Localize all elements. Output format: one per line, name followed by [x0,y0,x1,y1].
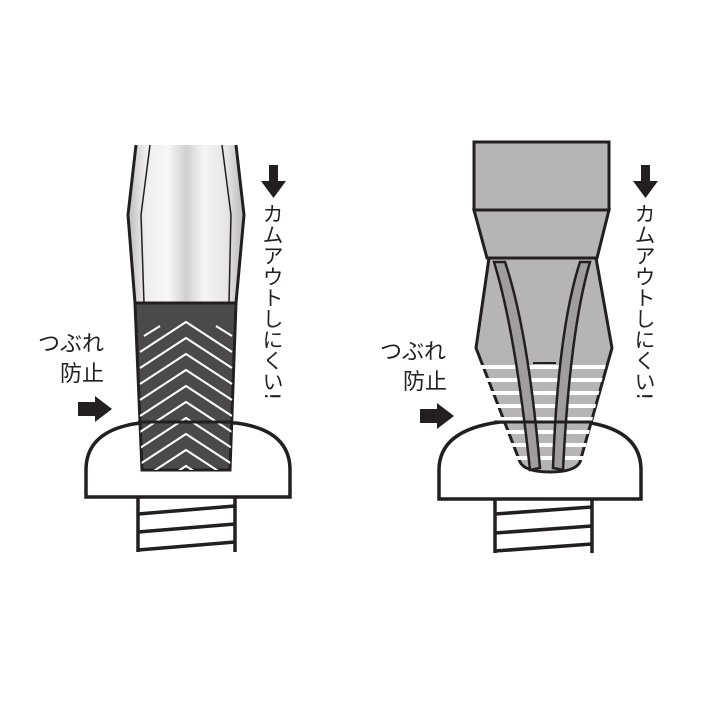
left-screw-threads [136,498,237,552]
right-driver [472,140,614,474]
left-driver [126,144,246,472]
left-vertical-label: カムアウトしにくい! [260,203,284,401]
left-side-label-line2: 防止 [60,362,105,387]
left-side-label-line1: つぶれ [38,332,105,357]
left-tip-chevrons [139,320,233,470]
right-side-label-line1: つぶれ [380,340,447,365]
left-down-arrow-icon [261,165,286,198]
right-side-label-line2: 防止 [403,370,448,395]
right-screw-threads [493,500,594,553]
right-vertical-label: カムアウトしにくい! [632,203,656,401]
right-right-arrow-icon [420,403,454,429]
right-down-arrow-icon [633,165,658,198]
left-right-arrow-icon [78,396,112,422]
right-tip-left-flute [492,260,542,472]
right-tip-right-flute [551,260,592,472]
